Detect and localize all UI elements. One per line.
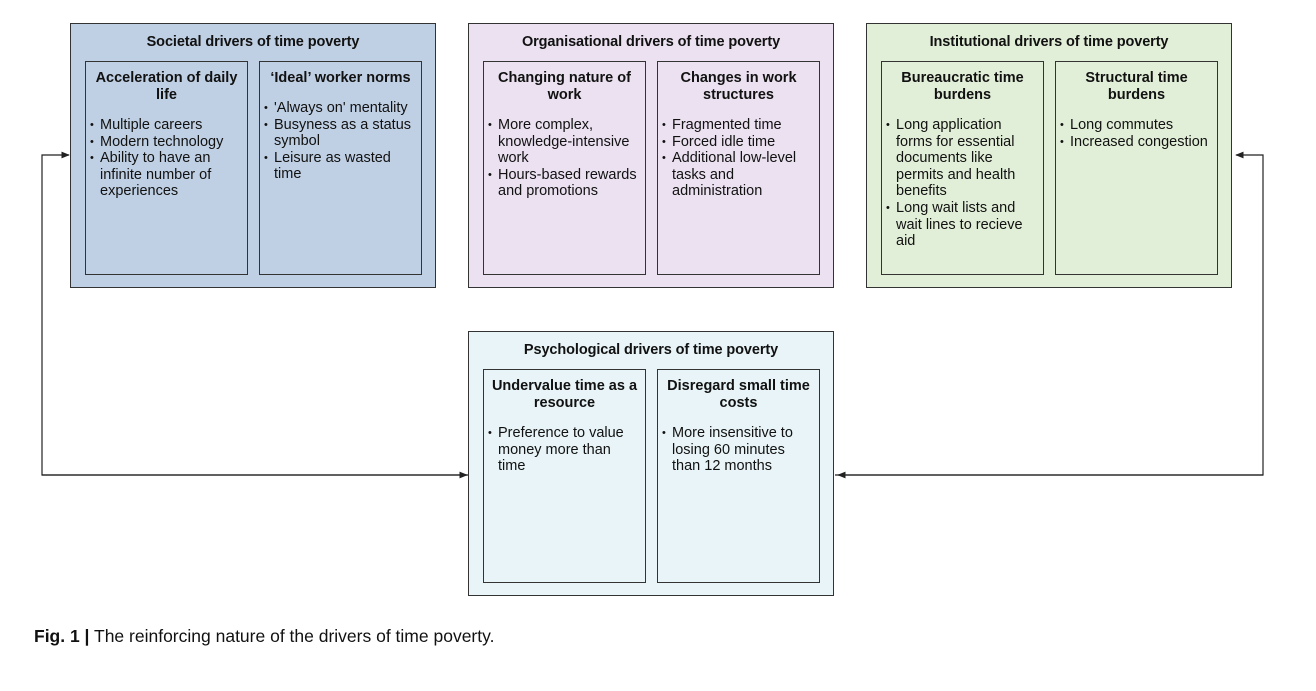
bullet-item: Preference to value money more than time — [488, 425, 639, 475]
bullet-item: Additional low-level tasks and administr… — [662, 150, 813, 200]
ideal-worker-norms-title: ‘Ideal’ worker norms — [270, 70, 411, 86]
bullet-item: Hours-based rewards and promotions — [488, 167, 639, 200]
changes-in-work-structures-box: Changes in work structures Fragmented ti… — [657, 61, 820, 275]
bullet-item: Forced idle time — [662, 134, 813, 151]
bullet-item: 'Always on' mentality — [264, 100, 415, 117]
acceleration-of-daily-life-box: Acceleration of daily life Multiple care… — [85, 61, 248, 275]
structural-time-burdens-title: Structural time burdens — [1085, 70, 1188, 103]
changes-in-work-structures-title: Changes in work structures — [680, 70, 797, 103]
changes-in-work-structures-list: Fragmented timeForced idle timeAdditiona… — [658, 117, 819, 200]
acceleration-of-daily-life-list: Multiple careersModern technologyAbility… — [86, 117, 247, 200]
bullet-item: More complex, knowledge-intensive work — [488, 117, 639, 167]
disregard-small-time-costs-box: Disregard small time costs More insensit… — [657, 369, 820, 583]
bullet-item: Long wait lists and wait lines to reciev… — [886, 200, 1037, 250]
changing-nature-of-work-title: Changing nature of work — [498, 70, 631, 103]
psychological-drivers-box: Psychological drivers of time poverty Un… — [468, 331, 834, 596]
bullet-item: More insensitive to losing 60 minutes th… — [662, 425, 813, 475]
bullet-item: Leisure as wasted time — [264, 150, 415, 183]
bullet-item: Multiple careers — [90, 117, 241, 134]
undervalue-time-list: Preference to value money more than time — [484, 425, 645, 475]
bullet-item: Fragmented time — [662, 117, 813, 134]
disregard-small-time-costs-title: Disregard small time costs — [667, 378, 810, 411]
institutional-drivers-title: Institutional drivers of time poverty — [929, 34, 1169, 50]
disregard-small-time-costs-list: More insensitive to losing 60 minutes th… — [658, 425, 819, 475]
bullet-item: Long commutes — [1060, 117, 1211, 134]
bullet-item: Modern technology — [90, 134, 241, 151]
undervalue-time-title: Undervalue time as a resource — [491, 378, 638, 411]
ideal-worker-norms-list: 'Always on' mentalityBusyness as a statu… — [260, 100, 421, 183]
societal-drivers-title: Societal drivers of time poverty — [146, 34, 360, 50]
bullet-item: Ability to have an infinite number of ex… — [90, 150, 241, 200]
structural-time-burdens-list: Long commutesIncreased congestion — [1056, 117, 1217, 150]
bullet-item: Increased congestion — [1060, 134, 1211, 151]
structural-time-burdens-box: Structural time burdens Long commutesInc… — [1055, 61, 1218, 275]
changing-nature-of-work-box: Changing nature of work More complex, kn… — [483, 61, 646, 275]
bureaucratic-time-burdens-list: Long application forms for essential doc… — [882, 117, 1043, 250]
societal-drivers-box: Societal drivers of time poverty Acceler… — [70, 23, 436, 288]
institutional-drivers-box: Institutional drivers of time poverty Bu… — [866, 23, 1232, 288]
undervalue-time-box: Undervalue time as a resource Preference… — [483, 369, 646, 583]
bullet-item: Long application forms for essential doc… — [886, 117, 1037, 200]
figure-caption: Fig. 1 | The reinforcing nature of the d… — [34, 626, 494, 647]
organisational-drivers-title: Organisational drivers of time poverty — [521, 34, 781, 50]
psychological-drivers-title: Psychological drivers of time poverty — [523, 342, 779, 358]
changing-nature-of-work-list: More complex, knowledge-intensive workHo… — [484, 117, 645, 200]
bullet-item: Busyness as a status symbol — [264, 117, 415, 150]
figure-caption-text: The reinforcing nature of the drivers of… — [89, 626, 495, 646]
bureaucratic-time-burdens-title: Bureaucratic time burdens — [901, 70, 1024, 103]
acceleration-of-daily-life-title: Acceleration of daily life — [95, 70, 238, 103]
figure-label: Fig. 1 | — [34, 626, 90, 646]
bureaucratic-time-burdens-box: Bureaucratic time burdens Long applicati… — [881, 61, 1044, 275]
organisational-drivers-box: Organisational drivers of time poverty C… — [468, 23, 834, 288]
ideal-worker-norms-box: ‘Ideal’ worker norms 'Always on' mentali… — [259, 61, 422, 275]
